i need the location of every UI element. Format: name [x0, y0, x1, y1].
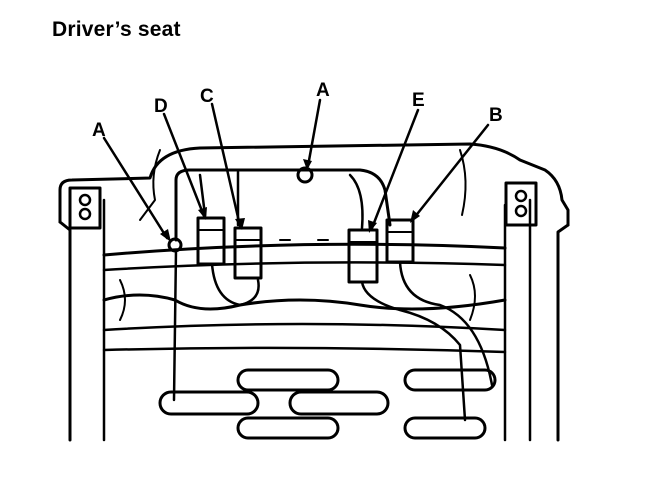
- wire-harness: [172, 168, 494, 422]
- arrowhead-c: [235, 218, 245, 230]
- connector-b: [385, 218, 415, 264]
- diagram-title: Driver’s seat: [52, 18, 181, 41]
- left-bracket: [68, 186, 102, 230]
- clip-a-top: [296, 166, 314, 184]
- callout-a-left: A: [92, 120, 106, 141]
- leader-lines: [102, 98, 490, 242]
- arrowhead-a-left: [160, 229, 171, 242]
- connector-c: [233, 226, 263, 280]
- cushion-slots: [158, 368, 497, 440]
- arrowhead-b: [410, 210, 420, 223]
- callout-a-top: A: [316, 80, 330, 101]
- callout-c: C: [200, 86, 214, 107]
- arrowhead-d: [198, 207, 207, 220]
- callout-d: D: [154, 96, 168, 117]
- arrowhead-a-top: [303, 159, 312, 170]
- clip-a-left: [167, 237, 183, 253]
- seat-frame: [58, 142, 570, 442]
- callout-e: E: [412, 90, 425, 111]
- connector-d: [196, 216, 226, 266]
- connector-e: [347, 228, 379, 284]
- arrowhead-e: [368, 220, 377, 233]
- right-bracket: [504, 181, 538, 227]
- seat-cross-members: [102, 239, 507, 354]
- callout-b: B: [489, 105, 503, 126]
